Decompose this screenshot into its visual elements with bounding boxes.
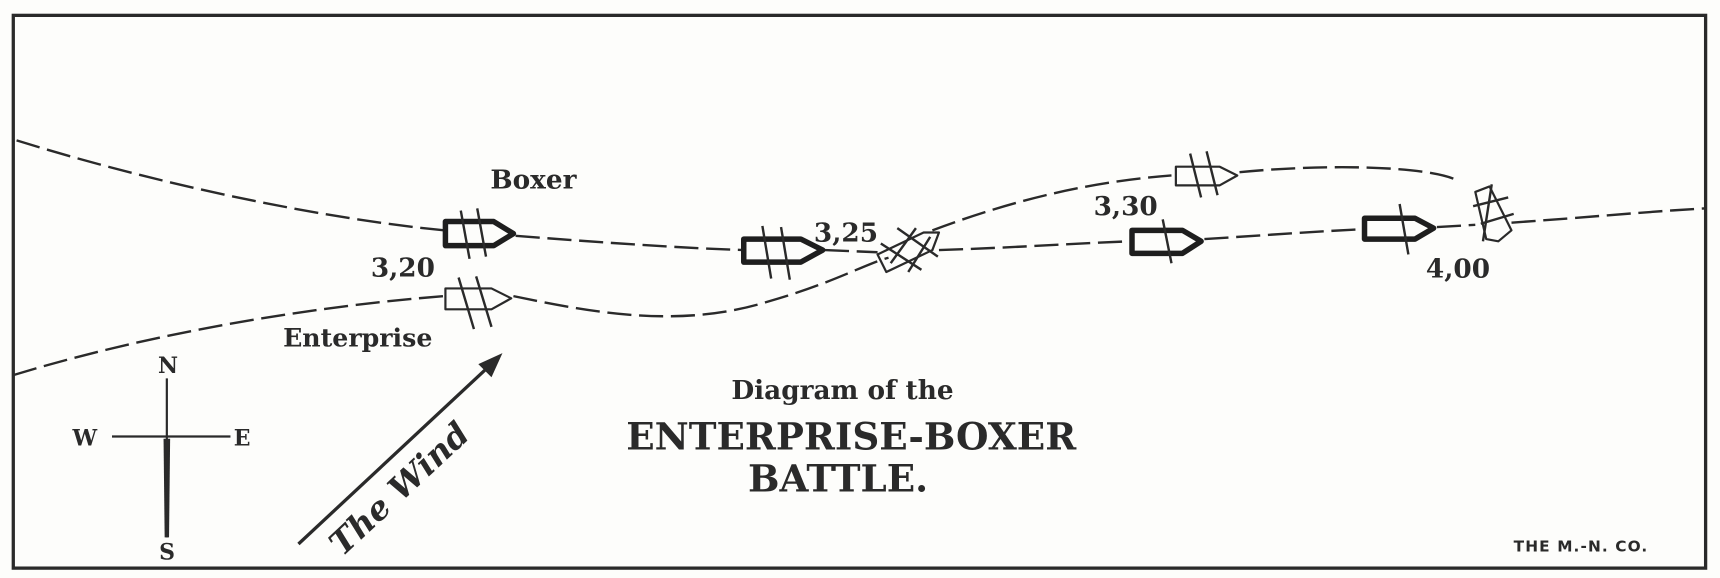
boxer-ship-400 — [1361, 203, 1437, 255]
enterprise-ship-325 — [876, 227, 941, 274]
compass-west: W — [72, 425, 98, 451]
enterprise-track — [12, 166, 1460, 377]
time-label-320: 3,20 — [371, 252, 435, 283]
time-label-330: 3,30 — [1094, 191, 1158, 222]
boxer-ship-330 — [1129, 219, 1204, 264]
compass-south: S — [159, 539, 175, 565]
time-label-325: 3,25 — [814, 217, 878, 248]
wind-label: The Wind — [321, 414, 477, 563]
time-label-400: 4,00 — [1426, 253, 1490, 284]
boxer-track — [16, 139, 1706, 254]
boxer-ship-320 — [442, 208, 517, 260]
compass-rose: N S W E — [72, 353, 251, 565]
wind-arrow-icon — [297, 353, 503, 546]
enterprise-ship-320 — [444, 276, 513, 330]
enterprise-ship-330 — [1174, 151, 1239, 198]
compass-north: N — [158, 353, 178, 379]
title-line-1: Diagram of the — [731, 375, 953, 406]
title-line-2: ENTERPRISE-BOXER — [626, 415, 1077, 459]
boxer-label: Boxer — [490, 165, 577, 196]
frame-border — [11, 13, 1708, 570]
compass-east: E — [234, 425, 251, 451]
enterprise-label: Enterprise — [283, 323, 432, 353]
enterprise-ship-400 — [1472, 184, 1515, 243]
publisher-credit: THE M.-N. CO. — [1514, 538, 1649, 556]
boxer-ship-325 — [740, 225, 826, 280]
title-line-3: BATTLE. — [748, 456, 928, 500]
